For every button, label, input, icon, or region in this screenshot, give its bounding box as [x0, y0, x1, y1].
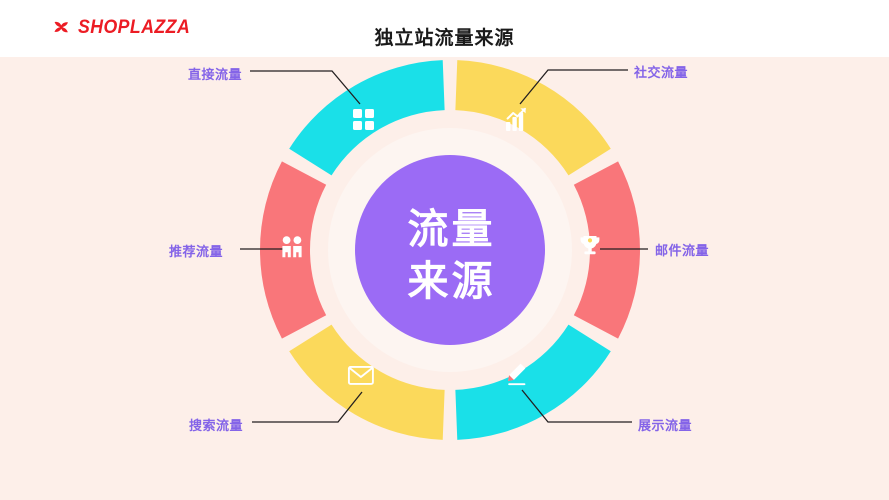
leader-lines — [240, 69, 648, 423]
callout-label-social[interactable]: 社交流量 — [634, 65, 689, 80]
trophy-icon — [580, 236, 600, 255]
segment-icons — [282, 107, 600, 386]
callout-label-referral[interactable]: 推荐流量 — [169, 244, 224, 259]
brand-logo: SHOPLAZZA — [50, 17, 199, 39]
bar-chart-growth-icon — [506, 107, 526, 131]
leader-line-search — [252, 391, 363, 423]
envelope-icon — [347, 365, 374, 385]
donut-segment-email[interactable] — [455, 60, 611, 176]
two-people-icon — [282, 236, 302, 258]
grid-squares-icon — [353, 109, 374, 130]
header-bar — [0, 0, 889, 57]
leader-line-direct — [250, 70, 361, 105]
donut-segment-referral[interactable] — [289, 324, 445, 440]
leader-line-social — [519, 69, 628, 105]
pinwheel-icon — [54, 21, 68, 33]
callout-label-search[interactable]: 搜索流量 — [189, 418, 244, 433]
donut-segment-display[interactable] — [573, 161, 640, 339]
leader-line-display — [521, 389, 632, 423]
pencil-icon — [508, 363, 526, 386]
callout-label-direct[interactable]: 直接流量 — [188, 67, 243, 82]
brand-logo-text: SHOPLAZZA — [78, 17, 191, 38]
donut-segment-direct[interactable] — [260, 161, 327, 339]
callout-label-display[interactable]: 展示流量 — [638, 418, 693, 433]
callout-label-email[interactable]: 邮件流量 — [655, 243, 710, 258]
page-title: 独立站流量来源 — [374, 28, 515, 49]
donut-segment-search[interactable] — [455, 324, 611, 440]
hub-circle — [355, 155, 545, 345]
